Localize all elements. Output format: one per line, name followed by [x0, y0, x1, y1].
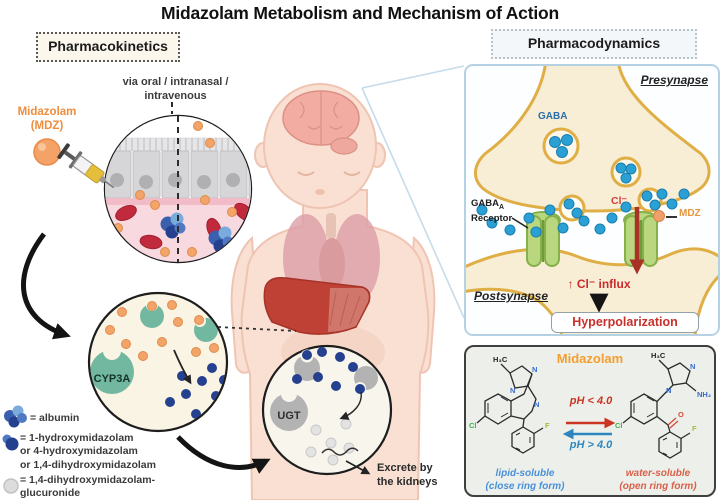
flow-arrow-absorption-to-metabolism [21, 232, 71, 340]
pharmacokinetics-heading: Pharmacokinetics [36, 32, 180, 62]
synapse-artwork [466, 66, 718, 334]
chlorine-label: Cl [615, 421, 623, 430]
chloride-label: Cl⁻ [611, 195, 628, 207]
legend-glucuronide-icon [3, 478, 19, 494]
gaba-label: GABA [538, 111, 568, 122]
cyp3a-enzyme-label: CYP3A [94, 373, 131, 385]
page-title: Midazolam Metabolism and Mechanism of Ac… [161, 3, 559, 23]
syringe-icon [57, 143, 115, 189]
brain [282, 90, 360, 155]
nitrogen-label: N [532, 365, 537, 374]
postsynapse-label: Postsynapse [474, 289, 549, 303]
mdz-molecule-bound [653, 210, 665, 222]
ph-reverse-label: pH > 4.0 [569, 439, 613, 451]
legend-metabolites-text: = 1-hydroxymidazolam or 4-hydroxymidazol… [20, 432, 156, 471]
midazolam-chem-title: Midazolam [556, 351, 624, 366]
legend-albumin-icon [4, 405, 27, 428]
open-ring-structure [622, 359, 697, 459]
ugt-conjugation-circle: UGT [261, 344, 393, 476]
gaba-receptor-label: GABAA Receptor [471, 198, 513, 224]
conjugation-arrow [339, 391, 362, 420]
mdz-drug-dot [33, 138, 61, 166]
gaba-a-receptor [525, 211, 561, 267]
receptor-pointer-line [511, 217, 529, 229]
chemical-structures: H₃C N N N Cl F H₃C [469, 351, 711, 459]
gaba-molecules [476, 188, 690, 238]
fusing-vesicle [558, 187, 663, 222]
excretion-label: Excrete by the kidneys [377, 462, 438, 488]
nitrogen-label: N [666, 386, 671, 395]
excretion-squiggle [321, 447, 359, 456]
synapse-panel: Presynapse Postsynapse GABA GABAA Recept… [464, 64, 720, 336]
metabolite-molecules [292, 347, 365, 394]
closed-eyes [297, 171, 361, 176]
hyperpolarization-badge: Hyperpolarization [551, 312, 699, 333]
mdz-drug-label: Midazolam (MDZ) [17, 106, 77, 132]
methyl-label: H₃C [651, 351, 666, 360]
fluorine-label: F [692, 424, 697, 433]
chlorine-label: Cl [469, 421, 477, 430]
gaba-vesicle [542, 127, 580, 165]
fluorine-label: F [545, 421, 550, 430]
administration-route-label: via oral / intranasal / intravenous [122, 76, 229, 102]
gaba-a-receptor [623, 211, 659, 267]
pharmacodynamics-heading: Pharmacodynamics [491, 29, 697, 59]
chloride-influx-label: ↑ Cl⁻ influx [567, 277, 631, 291]
nitrogen-label: N [534, 400, 539, 409]
legend-metabolite-icon [2, 434, 19, 451]
presynapse-label: Presynapse [640, 73, 708, 87]
gaba-vesicle [610, 156, 642, 188]
postsynaptic-edge-right [693, 275, 718, 334]
lipid-soluble-label: lipid-soluble (close ring form) [485, 468, 565, 492]
amine-label: NH₂ [697, 390, 711, 399]
water-soluble-label: water-soluble (open ring form) [619, 468, 697, 492]
closed-ring-structure [476, 363, 544, 454]
nitrogen-label: N [690, 362, 695, 371]
legend-glucuronide-text: = 1,4-dihydroxymidazolam- glucuronide [20, 474, 156, 500]
ugt-enzyme-label: UGT [277, 410, 301, 422]
presynaptic-terminal [474, 66, 711, 213]
nitrogen-label: N [510, 386, 515, 395]
glucuronide-molecules [305, 418, 355, 466]
cyp3a-metabolism-circle: CYP3A [87, 291, 229, 433]
legend-albumin-text: = albumin [30, 412, 80, 424]
oxygen-label: O [678, 410, 684, 419]
methyl-label: H₃C [493, 355, 508, 364]
liver-link-dashed-line [217, 326, 297, 332]
excrete-pointer-arrow [345, 460, 371, 475]
zoom-callout-lines [361, 65, 465, 319]
conversion-arrow [173, 349, 192, 385]
chemistry-panel: H₃C N N N Cl F H₃C [464, 345, 716, 497]
mouth [315, 189, 325, 195]
ph-forward-label: pH < 4.0 [569, 395, 613, 407]
liver [263, 276, 371, 335]
mdz-label: MDZ [679, 208, 701, 219]
cyp3a-enzymes [90, 299, 218, 394]
flow-arrow-metabolism-to-conjugation [176, 435, 271, 474]
